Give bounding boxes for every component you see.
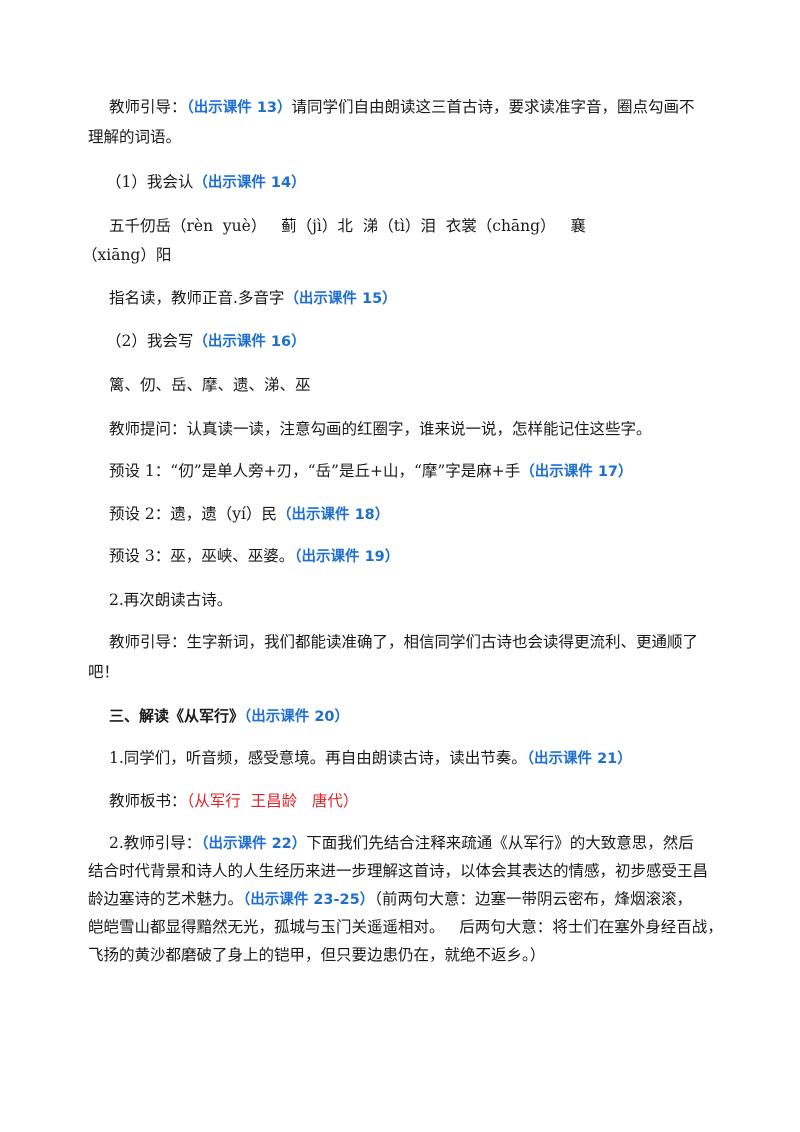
paragraph-listen-audio: 1.同学们，听音频，感受意境。再自由朗读古诗，读出节奏。（出示课件 21） bbox=[88, 743, 718, 774]
paragraph-teacher-guide-3: 2.教师引导：（出示课件 22）下面我们先结合注释来疏通《从军行》的大致意思，然… bbox=[88, 828, 718, 859]
courseware-tag: （出示课件 19） bbox=[294, 549, 400, 565]
body-text: 下面我们先结合注释来疏通《从军行》的大致意思，然后 bbox=[306, 834, 694, 852]
paragraph-preset-1: 预设 1：“仞”是单人旁+刃，“岳”是丘+山，“摩”字是麻+手（出示课件 17） bbox=[88, 456, 718, 487]
courseware-tag: （出示课件 14） bbox=[193, 175, 306, 191]
paragraph-recognize-heading: （1）我会认（出示课件 14） bbox=[88, 167, 718, 198]
lead-text: 教师引导： bbox=[109, 98, 187, 116]
courseware-tag: （出示课件 16） bbox=[193, 334, 306, 350]
body-text: 指名读，教师正音.多音字 bbox=[109, 289, 285, 307]
body-text: 请同学们自由朗读这三首古诗，要求读准字音，圈点勾画不 bbox=[291, 98, 695, 116]
courseware-tag: （出示课件 13） bbox=[186, 100, 292, 116]
paragraph-board-writing: 教师板书：（从军行 王昌龄 唐代） bbox=[88, 786, 718, 816]
paragraph-teacher-guide-1: 教师引导：（出示课件 13）请同学们自由朗读这三首古诗，要求读准字音，圈点勾画不 bbox=[88, 92, 718, 123]
courseware-tag: （出示课件 18） bbox=[277, 507, 390, 523]
body-text: 预设 2：遗，遗（yí）民 bbox=[109, 505, 278, 523]
courseware-tag: （出示课件 20） bbox=[244, 709, 349, 725]
lead-text: 教师板书： bbox=[109, 792, 187, 810]
body-text: 1.同学们，听音频，感受意境。再自由朗读古诗，读出节奏。 bbox=[109, 749, 527, 767]
body-text: 预设 3：巫，巫峡、巫婆。 bbox=[109, 547, 295, 565]
body-text: （1）我会认 bbox=[106, 173, 194, 191]
paragraph-teacher-guide-3-l5: 飞扬的黄沙都磨破了身上的铠甲，但只要边患仍在，就绝不返乡。） bbox=[88, 940, 718, 970]
body-text: （2）我会写 bbox=[106, 332, 194, 350]
body-text: 皑皑雪山都显得黯然无光，孤城与玉门关遥遥相对。 后两句大意：将士们在塞外身经百战… bbox=[88, 918, 723, 936]
paragraph-preset-3: 预设 3：巫，巫峡、巫婆。（出示课件 19） bbox=[88, 541, 718, 572]
paragraph-teacher-guide-3-l2: 结合时代背景和诗人的人生经历来进一步理解这首诗，以体会其表达的情感，初步感受王昌 bbox=[88, 856, 718, 886]
body-text: 2.再次朗读古诗。 bbox=[109, 591, 233, 609]
section-title: 三、解读《从军行》 bbox=[109, 707, 245, 725]
body-text: 篱、仞、岳、摩、遗、涕、巫 bbox=[109, 376, 311, 394]
pinyin-text: （xiāng）阳 bbox=[82, 246, 172, 264]
body-text: （前两句大意：边塞一带阴云密布，烽烟滚滚， bbox=[374, 890, 692, 908]
body-text: 理解的词语。 bbox=[88, 128, 182, 146]
section-heading: 三、解读《从军行》（出示课件 20） bbox=[88, 701, 718, 732]
body-text: 飞扬的黄沙都磨破了身上的铠甲，但只要边患仍在，就绝不返乡。） bbox=[88, 946, 546, 964]
paragraph-teacher-guide-2-cont: 吧！ bbox=[88, 657, 718, 687]
body-text: 教师提问：认真读一读，注意勾画的红圈字，谁来说一说，怎样能记住这些字。 bbox=[109, 420, 652, 438]
courseware-tag: （出示课件 15） bbox=[284, 291, 397, 307]
body-text: 结合时代背景和诗人的人生经历来进一步理解这首诗，以体会其表达的情感，初步感受王昌 bbox=[88, 862, 709, 880]
paragraph-teacher-guide-2: 教师引导：生字新词，我们都能读准确了，相信同学们古诗也会读得更流利、更通顺了 bbox=[88, 627, 718, 657]
courseware-tag: （出示课件 23-25） bbox=[243, 892, 375, 908]
body-text: 吧！ bbox=[88, 663, 120, 681]
lead-text: 2.教师引导： bbox=[109, 834, 202, 852]
paragraph-correct-pronunciation: 指名读，教师正音.多音字（出示课件 15） bbox=[88, 283, 718, 314]
board-text: （从军行 王昌龄 唐代） bbox=[186, 792, 359, 810]
paragraph-pinyin-line-cont: （xiāng）阳 bbox=[82, 240, 712, 270]
courseware-tag: （出示课件 22） bbox=[201, 836, 307, 852]
body-text: 教师引导：生字新词，我们都能读准确了，相信同学们古诗也会读得更流利、更通顺了 bbox=[109, 633, 699, 651]
paragraph-teacher-guide-3-l3: 龄边塞诗的艺术魅力。（出示课件 23-25）（前两句大意：边塞一带阴云密布，烽烟… bbox=[88, 884, 718, 915]
paragraph-read-again: 2.再次朗读古诗。 bbox=[88, 585, 718, 615]
paragraph-teacher-guide-3-l4: 皑皑雪山都显得黯然无光，孤城与玉门关遥遥相对。 后两句大意：将士们在塞外身经百战… bbox=[88, 912, 723, 942]
body-text: 龄边塞诗的艺术魅力。 bbox=[88, 890, 244, 908]
paragraph-pinyin-line: 五千仞岳（rèn yuè） 蓟（jì）北 涕（tì）泪 衣裳（chāng） 襄 bbox=[88, 211, 718, 241]
paragraph-teacher-question: 教师提问：认真读一读，注意勾画的红圈字，谁来说一说，怎样能记住这些字。 bbox=[88, 414, 718, 444]
paragraph-characters: 篱、仞、岳、摩、遗、涕、巫 bbox=[88, 370, 718, 400]
body-text: 预设 1：“仞”是单人旁+刃，“岳”是丘+山，“摩”字是麻+手 bbox=[109, 462, 521, 480]
courseware-tag: （出示课件 21） bbox=[526, 751, 632, 767]
paragraph-preset-2: 预设 2：遗，遗（yí）民（出示课件 18） bbox=[88, 499, 718, 530]
pinyin-text: 五千仞岳（rèn yuè） 蓟（jì）北 涕（tì）泪 衣裳（chāng） 襄 bbox=[109, 217, 586, 235]
paragraph-write-heading: （2）我会写（出示课件 16） bbox=[88, 326, 718, 357]
courseware-tag: （出示课件 17） bbox=[520, 464, 633, 480]
paragraph-teacher-guide-1-cont: 理解的词语。 bbox=[88, 122, 718, 152]
